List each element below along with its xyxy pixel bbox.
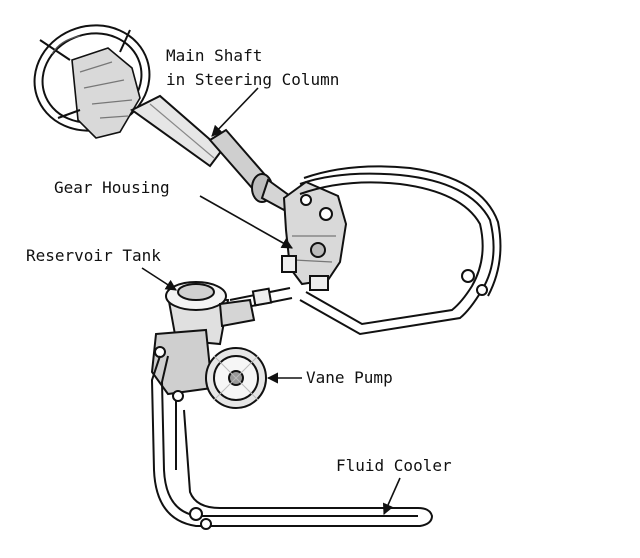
leader-lines xyxy=(141,87,401,516)
label-vane-pump: Vane Pump xyxy=(306,368,393,387)
hydraulic-hoses xyxy=(299,165,502,336)
main-shaft-leader xyxy=(211,87,259,137)
label-main-shaft-line2: in Steering Column xyxy=(166,70,340,89)
gear-housing-leader xyxy=(199,195,293,249)
steering-wheel xyxy=(33,24,151,139)
label-gear-housing: Gear Housing xyxy=(54,178,170,197)
vane-pump xyxy=(150,328,267,409)
reservoir-tank-leader xyxy=(141,267,177,291)
gear-housing xyxy=(281,180,348,291)
label-reservoir-tank: Reservoir Tank xyxy=(26,246,161,265)
label-main-shaft-line1: Main Shaft xyxy=(166,46,263,65)
cooler-lines xyxy=(150,355,434,530)
fluid-cooler-leader xyxy=(382,477,401,516)
label-fluid-cooler: Fluid Cooler xyxy=(336,456,452,475)
